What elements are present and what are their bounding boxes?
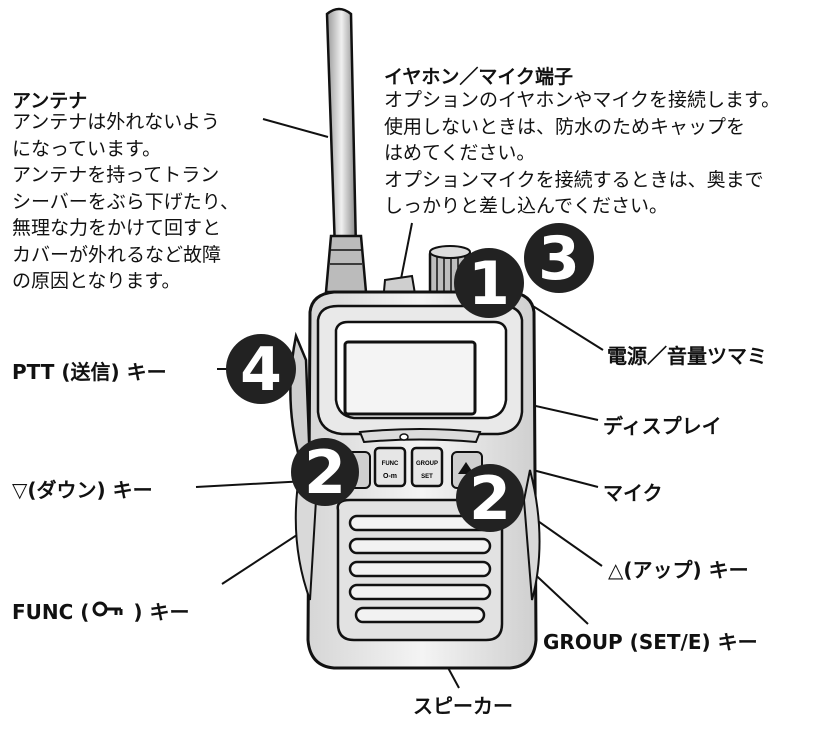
earphone-jack-heading: イヤホン／マイク端子 — [384, 66, 574, 88]
key-icon — [92, 601, 123, 617]
ptt-key-label: PTT (送信) キー — [12, 360, 167, 384]
svg-text:2: 2 — [469, 464, 511, 534]
antenna-line: アンテナは外れないよう — [12, 111, 220, 133]
antenna-line: の原因となります。 — [12, 270, 181, 292]
svg-text:2: 2 — [304, 438, 346, 508]
earphone-jack-line: オプションマイクを接続するときは、奥まで — [384, 168, 764, 191]
antenna-line: になっています。 — [12, 137, 162, 160]
func-key-button — [373, 446, 407, 488]
antenna-line: シーバーをぶら下げたり、 — [12, 190, 240, 213]
svg-text:3: 3 — [538, 224, 580, 294]
group-key-button — [410, 446, 444, 488]
earphone-jack-line: しっかりと差し込んでください。 — [384, 195, 669, 217]
leader-antenna — [262, 118, 329, 138]
badge-4: 4 — [226, 334, 296, 405]
earphone-jack-line: 使用しないときは、防水のためキャップを — [384, 115, 746, 138]
svg-text:1: 1 — [468, 249, 510, 319]
mic-slot — [358, 428, 482, 444]
badge-1: 1 — [454, 248, 524, 319]
mic-label: マイク — [603, 481, 663, 505]
badge-2-down: 2 — [291, 438, 359, 508]
speaker-label: スピーカー — [413, 694, 513, 718]
up-key-label: △(アップ) キー — [608, 558, 749, 582]
svg-text:4: 4 — [240, 335, 282, 405]
down-key-label: ▽(ダウン) キー — [12, 478, 153, 502]
power-volume-label: 電源／音量ツマミ — [607, 344, 767, 368]
group-key-label: GROUP (SET/E) キー — [543, 630, 758, 654]
antenna-description: アンテナは外れないよう になっています。 アンテナを持ってトラン シーバーをぶら… — [12, 109, 239, 295]
antenna-line: 無理な力をかけて回すと — [12, 217, 222, 239]
antenna-line: カバーが外れるなど故障 — [12, 243, 222, 266]
badge-3: 3 — [524, 223, 594, 294]
speaker-grille — [336, 498, 504, 642]
leader-earphone-jack — [399, 222, 413, 285]
badge-2-up: 2 — [456, 464, 524, 534]
func-key-button-label: FUNC — [382, 461, 399, 467]
func-key-label-start: FUNC ( — [12, 600, 90, 624]
antenna-line: アンテナを持ってトラン — [12, 164, 220, 186]
earphone-jack-line: オプションのイヤホンやマイクを接続します。 — [384, 89, 781, 111]
antenna — [324, 7, 368, 294]
display-screen — [343, 340, 477, 416]
antenna-heading: アンテナ — [12, 90, 88, 112]
earphone-jack-description: オプションのイヤホンやマイクを接続します。 使用しないときは、防水のためキャップ… — [384, 87, 780, 220]
number-badges: 1 3 4 2 2 — [226, 223, 594, 534]
group-key-button-label: GROUP — [416, 461, 438, 467]
func-key-label-end: ) キー — [133, 600, 190, 624]
group-key-button-sublabel: SET — [421, 474, 433, 480]
display-label: ディスプレイ — [603, 414, 722, 438]
func-key-label: FUNC ( ) キー — [12, 596, 190, 625]
func-key-button-sublabel: O-m — [383, 473, 397, 480]
earphone-jack-line: はめてください。 — [384, 142, 536, 164]
